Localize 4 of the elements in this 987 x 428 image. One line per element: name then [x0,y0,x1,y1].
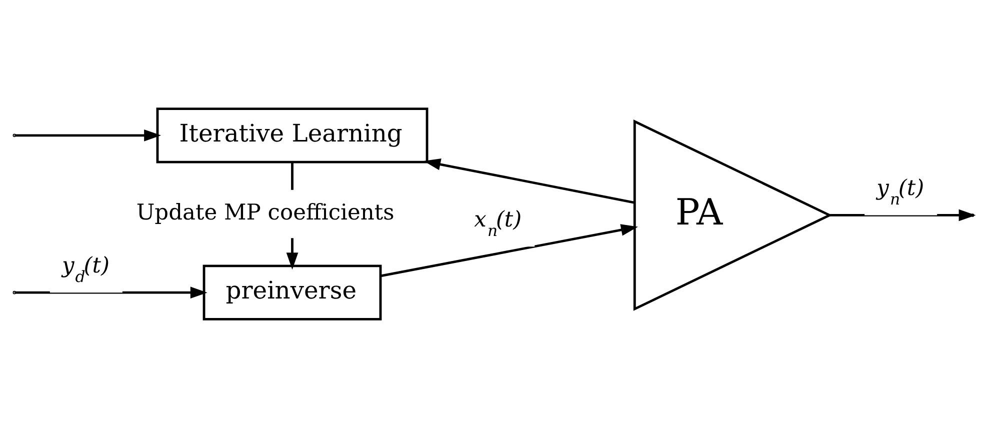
edge-label: x$_{n}$(t) [474,208,522,240]
edge-label: y$_{d}$(t) [62,254,110,286]
edge-label: y$_{n}$(t) [876,176,924,209]
edge-label: Update MP coefficients [136,200,394,226]
